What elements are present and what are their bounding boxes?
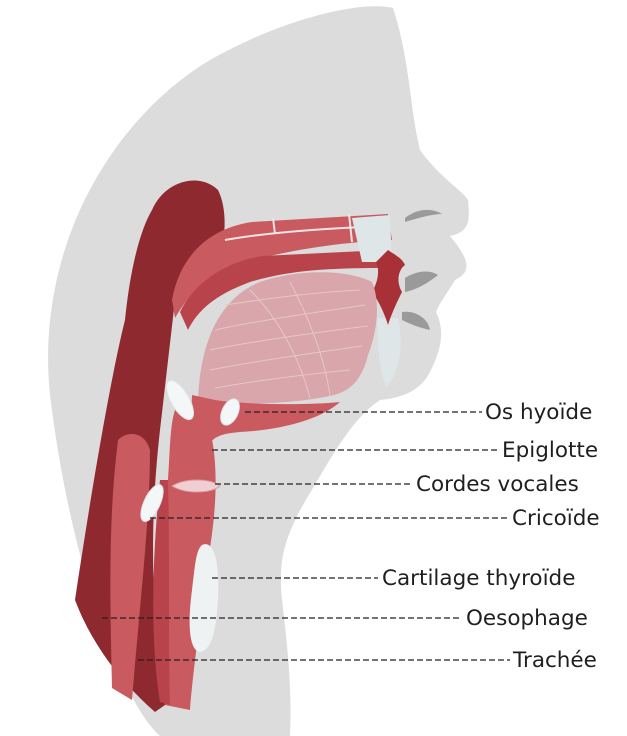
- label-cartilage-thyroide: Cartilage thyroïde: [382, 566, 575, 591]
- label-trachee: Trachée: [512, 648, 597, 673]
- label-os-hyoide: Os hyoïde: [485, 400, 592, 425]
- label-oesophage: Oesophage: [466, 606, 588, 631]
- label-cricoide: Cricoïde: [512, 506, 600, 531]
- label-epiglotte: Epiglotte: [502, 438, 598, 463]
- label-cordes-vocales: Cordes vocales: [416, 472, 579, 497]
